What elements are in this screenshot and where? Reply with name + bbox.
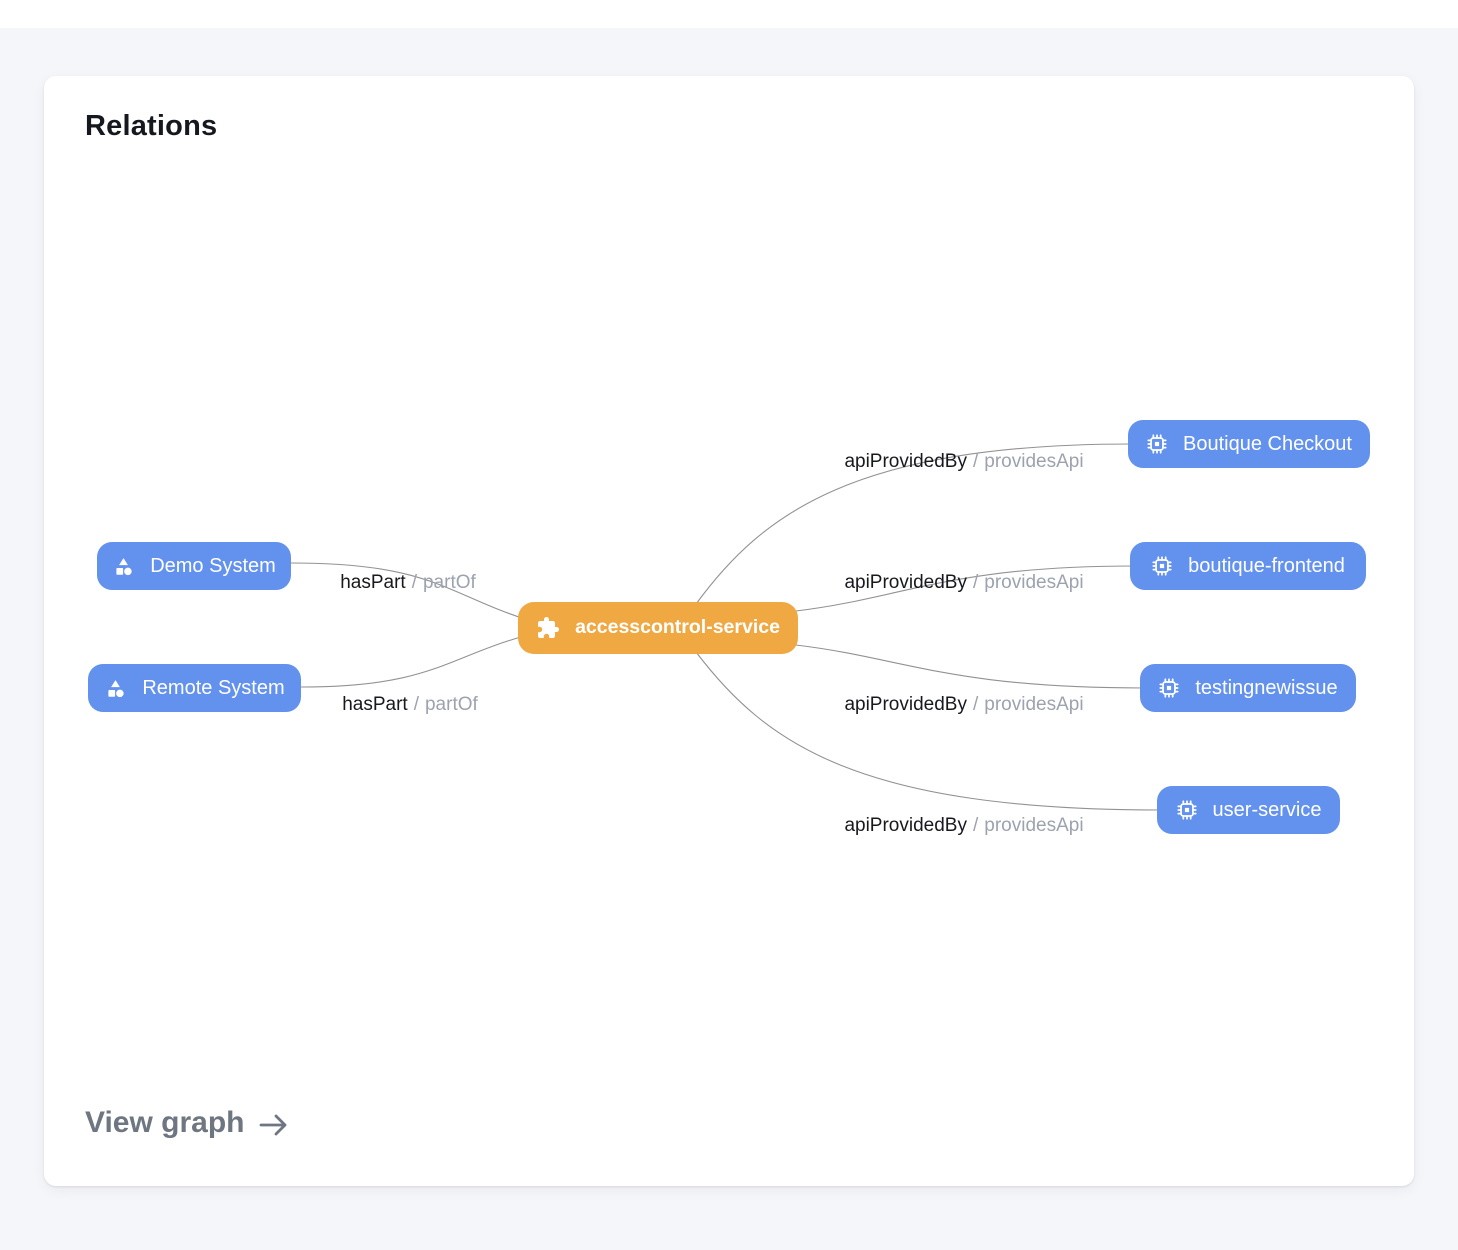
edge-label-api-testingnewissue: apiProvidedBy / providesApi <box>844 694 1084 715</box>
node-label: Boutique Checkout <box>1182 432 1352 455</box>
edge-demo-system <box>290 562 529 621</box>
relations-card: Relations Demo System Remot <box>44 76 1414 1186</box>
edge-label-haspart-demo: hasPart / partOf <box>340 572 476 593</box>
puzzle-icon <box>538 617 560 638</box>
node-boutique-frontend[interactable]: boutique-frontend <box>1130 542 1366 590</box>
view-graph-label: View graph <box>85 1106 245 1139</box>
node-demo-system[interactable]: Demo System <box>97 542 291 590</box>
node-label: Remote System <box>142 676 285 699</box>
card-title: Relations <box>85 110 218 142</box>
edge-label-api-user-service: apiProvidedBy / providesApi <box>844 815 1084 836</box>
node-boutique-checkout[interactable]: Boutique Checkout <box>1128 420 1370 468</box>
node-label: user-service <box>1212 798 1322 821</box>
chip-icon <box>1152 556 1172 576</box>
node-label: testingnewissue <box>1195 676 1338 699</box>
chip-icon <box>1176 800 1197 820</box>
edge-boutique-frontend <box>795 565 1135 612</box>
edge-user-service <box>695 651 1162 811</box>
node-label: boutique-frontend <box>1188 554 1345 577</box>
arrow-right-icon <box>259 1114 286 1135</box>
edge-label-api-boutique-frontend: apiProvidedBy / providesApi <box>844 572 1084 593</box>
node-accesscontrol-service[interactable]: accesscontrol-service <box>518 602 798 654</box>
chip-icon <box>1159 678 1179 698</box>
node-remote-system[interactable]: Remote System <box>88 664 301 712</box>
system-icon <box>108 679 125 697</box>
edge-label-api-boutique-checkout: apiProvidedBy / providesApi <box>844 451 1084 472</box>
edge-remote-system <box>300 634 529 688</box>
system-icon <box>116 557 132 575</box>
chip-icon <box>1147 434 1167 454</box>
node-user-service[interactable]: user-service <box>1157 786 1340 834</box>
edge-boutique-checkout <box>695 443 1133 605</box>
relations-graph: Demo System Remote System accesscontrol-… <box>44 76 1414 1186</box>
node-label: accesscontrol-service <box>575 615 780 638</box>
edge-lines <box>290 443 1162 811</box>
node-testingnewissue[interactable]: testingnewissue <box>1140 664 1356 712</box>
node-label: Demo System <box>150 554 276 577</box>
edge-label-haspart-remote: hasPart / partOf <box>342 694 478 715</box>
view-graph-link[interactable]: View graph <box>85 1106 289 1140</box>
edge-testingnewissue <box>795 644 1145 689</box>
